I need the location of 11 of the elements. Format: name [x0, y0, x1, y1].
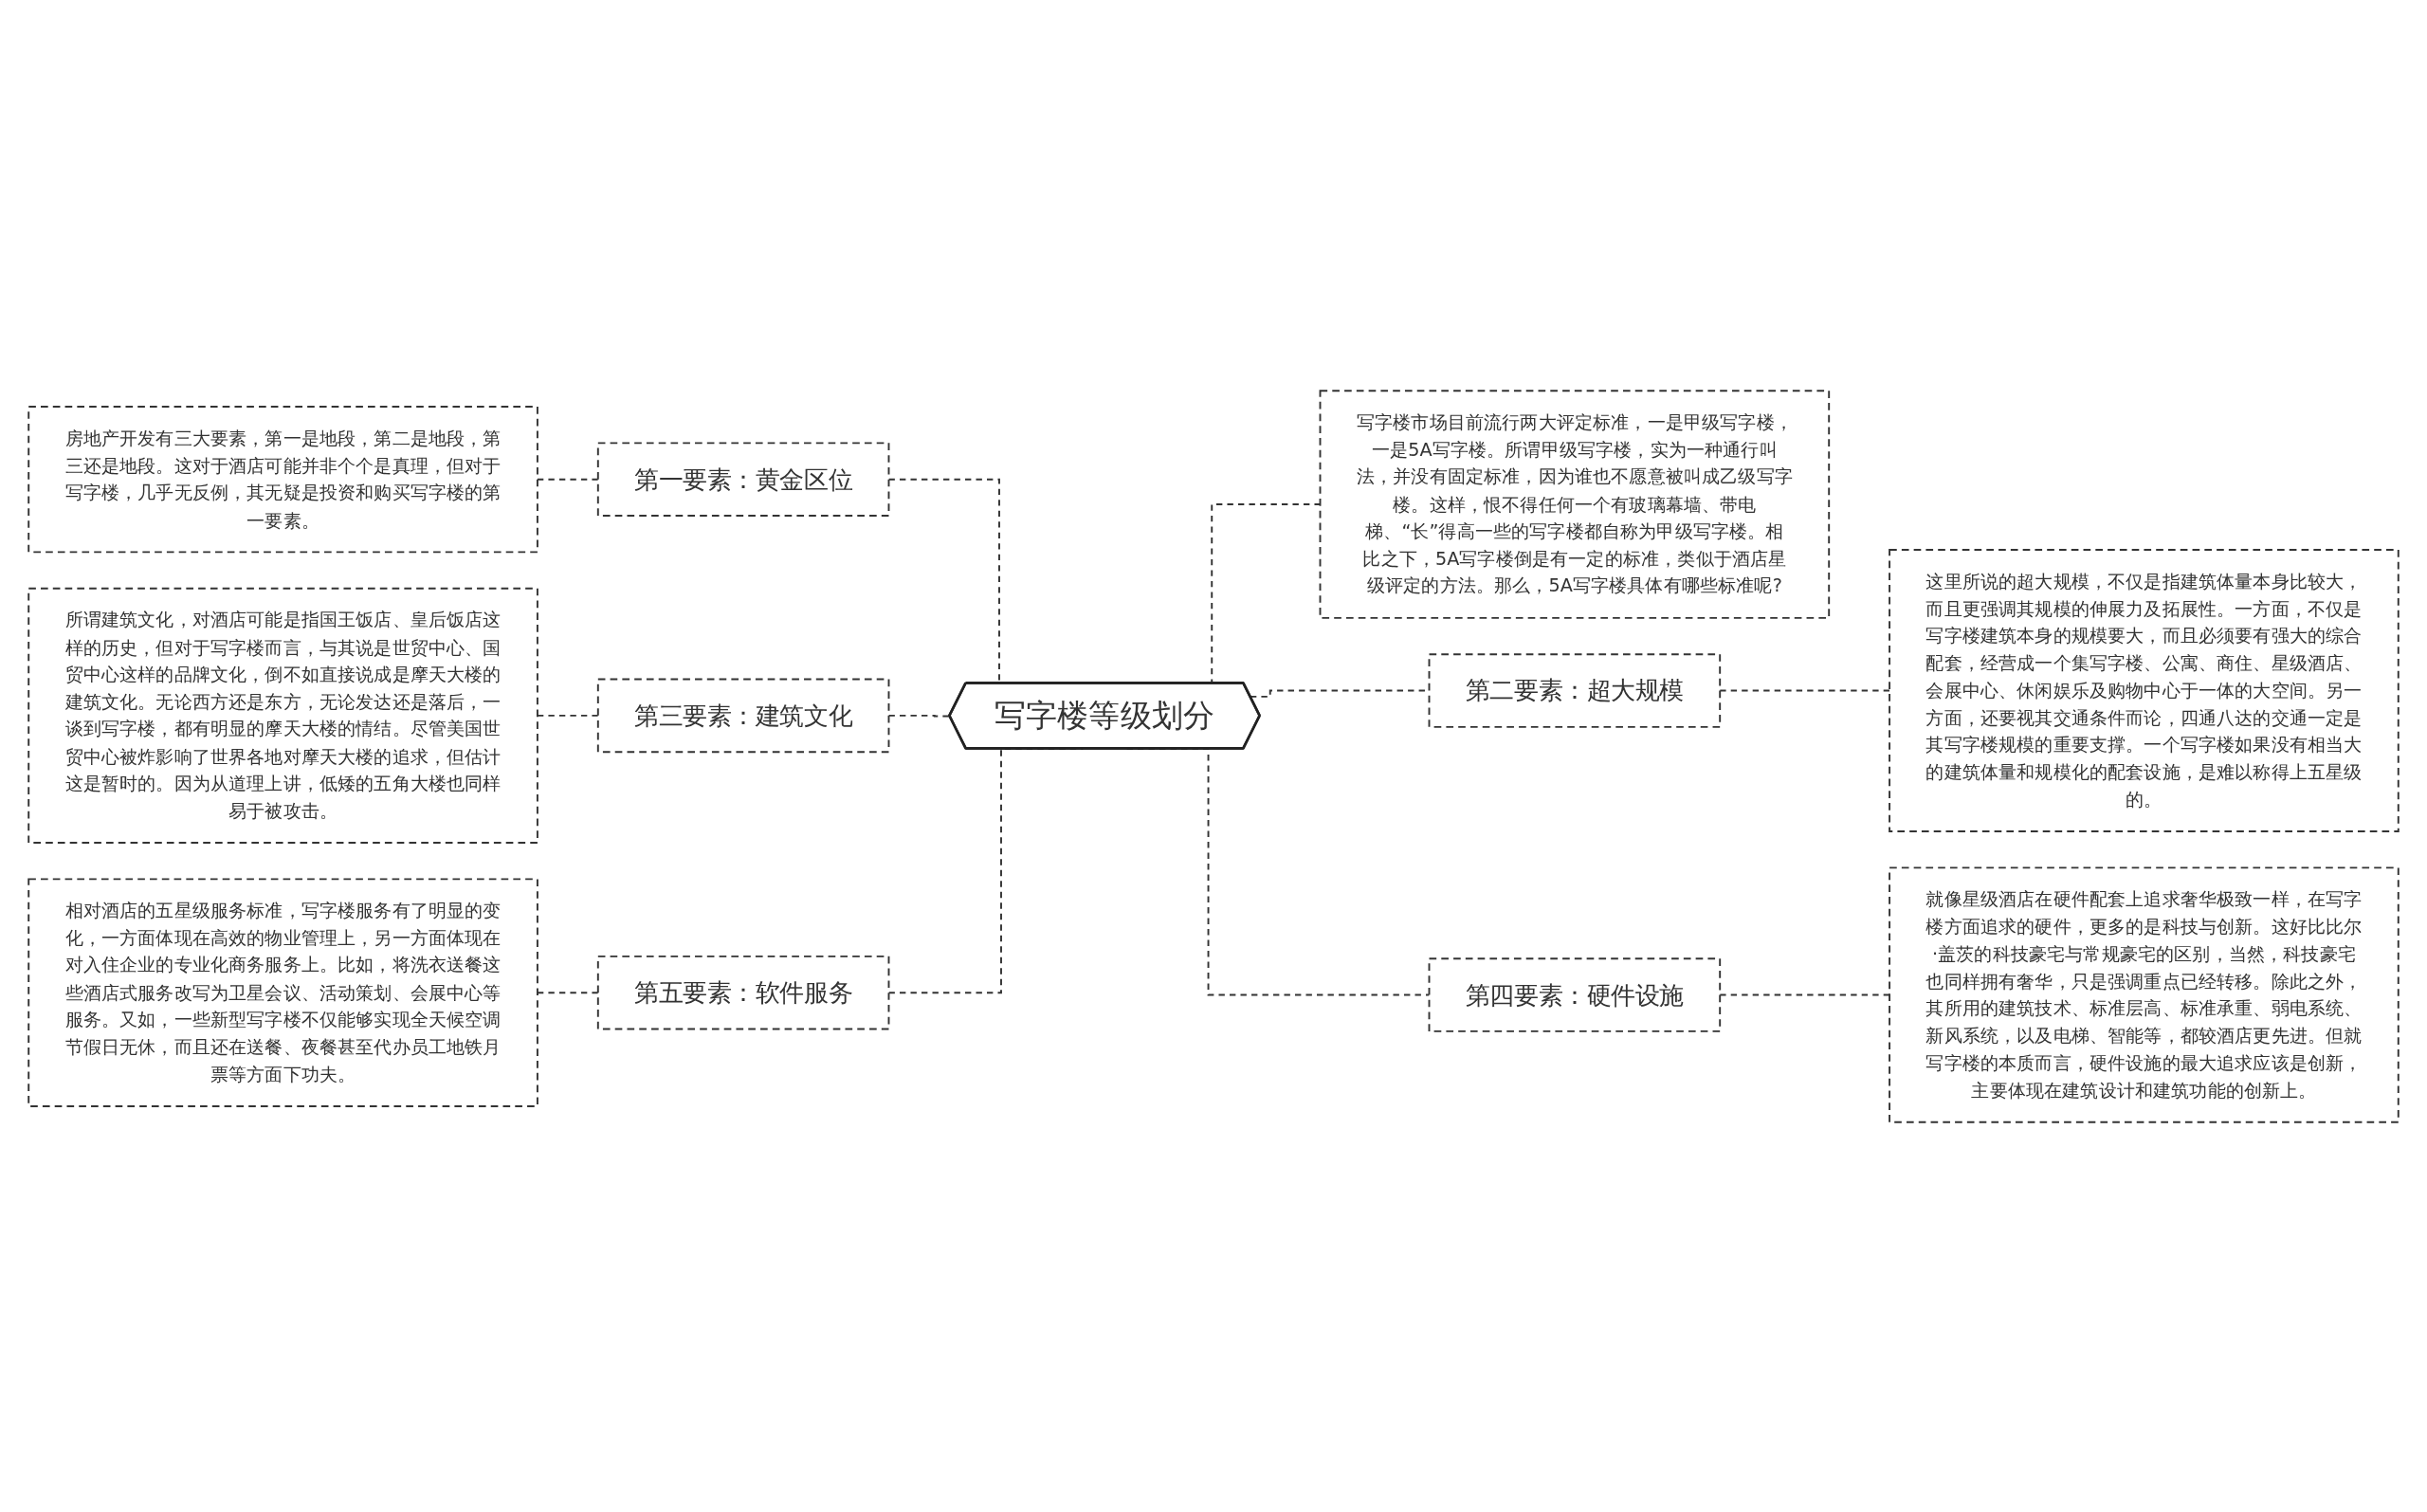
node-box: 房地产开发有三大要素，第一是地段，第二是地段，第三还是地段。这对于酒店可能并非个个是真理，但对于写字楼，几乎无反例，其无疑是投资和购买写字楼的第一要素。	[27, 405, 538, 553]
node-box: 就像星级酒店在硬件配套上追求奢华极致一样，在写字楼方面追求的硬件，更多的是科技与创新。这好比比尔·盖茨的科技豪宅与常规豪宅的区别，当然，科技豪宅也同样拥有奢华，只是强调重点已经转移。除此之外，其所用的建筑技术、标准层高、标准承重、弱电系统、新风系统，以及电梯、智能等，都较酒店更先进。但就写字楼的本质而言，硬件设施的最大追求应该是创新，主要体现在建筑设计和建筑功能的创新上。	[1889, 865, 2400, 1123]
node-box: 第一要素：黄金区位	[596, 441, 890, 517]
node-box: 第五要素：软件服务	[596, 955, 890, 1029]
node-box: 第四要素：硬件设施	[1428, 956, 1722, 1032]
node-box: 第三要素：建筑文化	[596, 678, 890, 753]
node-box: 所谓建筑文化，对酒店可能是指国王饭店、皇后饭店这样的历史，但对于写字楼而言，与其说是世贸中心、国贸中心这样的品牌文化，倒不如直接说成是摩天大楼的建筑文化。无论西方还是东方，无论发达还是落后，一谈到写字楼，都有明显的摩天大楼的情结。尽管美国世贸中心被炸影响了世界各地对摩天大楼的追求，但估计这是暂时的。因为从道理上讲，低矮的五角大楼也同样易于被攻击。	[27, 587, 538, 844]
node-box: 写字楼市场目前流行两大评定标准，一是甲级写字楼，一是5A写字楼。所谓甲级写字楼，实为一种通行叫法，并没有固定标准，因为谁也不愿意被叫成乙级写字楼。这样，恨不得任何一个有玻璃幕墙、带电梯、“长”得高一些的写字楼都自称为甲级写字楼。相比之下，5A写字楼倒是有一定的标准，类似于酒店星级评定的方法。那么，5A写字楼具体有哪些标准呢?	[1319, 389, 1831, 619]
node-box: 第二要素：超大规模	[1428, 652, 1722, 728]
node-box: 相对酒店的五星级服务标准，写字楼服务有了明显的变化，一方面体现在高效的物业管理上，另一方面体现在对入住企业的专业化商务服务上。比如，将洗衣送餐这些酒店式服务改写为卫星会议、活动策划、会展中心等服务。又如，一些新型写字楼不仅能够实现全天候空调节假日无休，而且还在送餐、夜餐甚至代办员工地铁月票等方面下功夫。	[27, 877, 538, 1107]
node-box: 这里所说的超大规模，不仅是指建筑体量本身比较大，而且更强调其规模的伸展力及拓展性。一方面，不仅是写字楼建筑本身的规模要大，而且必须要有强大的综合配套，经营成一个集写字楼、公寓、商住、星级酒店、会展中心、休闲娱乐及购物中心于一体的大空间。另一方面，还要视其交通条件而论，四通八达的交通一定是其写字楼规模的重要支撑。一个写字楼如果没有相当大的建筑体量和规模化的配套设施，是难以称得上五星级的。	[1889, 548, 2400, 832]
